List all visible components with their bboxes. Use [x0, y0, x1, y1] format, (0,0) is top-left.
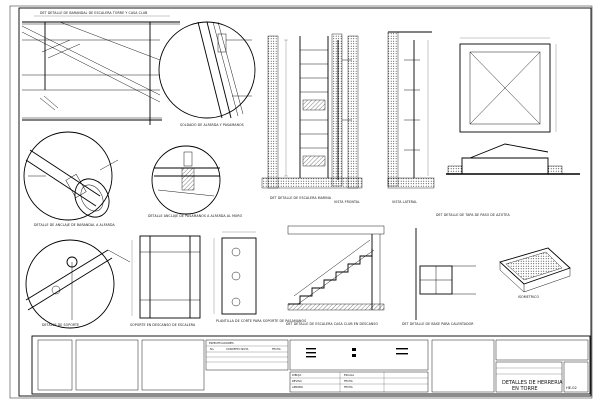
- club-stair: DET DETALLE DE ESCALERA CASA CLUB EN DES…: [286, 225, 385, 326]
- marine-ladder: DET DETALLE DE ESCALERA MARINA: [261, 35, 363, 200]
- caption-anchor: DETALLE DE ANCLAJE DE BARANDAL A ALFARDA: [34, 223, 115, 227]
- cutting-template: PLANTILLA DE CORTE PARA SOPORTE DE PASAM…: [213, 231, 306, 323]
- caption-iso: ISOMETRICO: [518, 295, 539, 299]
- table-header-3: FECHA: [272, 347, 281, 351]
- caption-hatch: DET DETALLE DE TAPA DE PASO DE AZOTEA: [436, 213, 510, 217]
- table-header-1: No.: [210, 347, 214, 351]
- caption-weld: DETALLE ANCLAJE DE PASAMANOS A ALFARDA A…: [148, 214, 243, 218]
- caption-support: DETALLE DE SOPORTE: [42, 323, 79, 327]
- weld-zoom-circle: SOLDADO DE ALFARDA Y PASAMANOS: [158, 21, 256, 127]
- notes-header: ESPECIFICACIONES: [209, 341, 234, 345]
- support-detail: DETALLE DE SOPORTE: [25, 239, 131, 329]
- sheet-code: HE-02: [566, 386, 577, 390]
- row-label-1: DIBUJO: [292, 373, 301, 377]
- landing-support: SOPORTE EN DESCANSO DE ESCALERA: [130, 235, 201, 327]
- title-block: ESPECIFICACIONES No. CONCEPTO NOTA FECHA…: [31, 335, 591, 395]
- caption-front: VISTA FRONTAL: [334, 200, 360, 204]
- roof-hatch-plan: DET DETALLE DE TAPA DE PASO DE AZOTEA: [436, 37, 580, 217]
- caption-template: PLANTILLA DE CORTE PARA SOPORTE DE PASAM…: [216, 319, 306, 323]
- table-header-2: CONCEPTO NOTA: [226, 347, 249, 351]
- row-label-b3: FECHA: [344, 385, 353, 389]
- heater-base: DET DETALLE DE BASE PARA CALENTADOR: [402, 228, 476, 326]
- sheet-title-line1: DETALLES DE HERRERIA: [502, 380, 563, 386]
- railing-elevation: DET DETALLE DE BARANDAL DE ESCALERA TORR…: [21, 11, 180, 125]
- sheet-outer-border: [9, 5, 593, 399]
- row-label-2: REVISO: [292, 379, 302, 383]
- caption-welded: SOLDADO DE ALFARDA Y PASAMANOS: [180, 123, 244, 127]
- caption-club-stair: DET DETALLE DE ESCALERA CASA CLUB EN DES…: [286, 322, 379, 326]
- caption-ladder: DET DETALLE DE ESCALERA MARINA: [270, 196, 332, 200]
- top-caption: DET DETALLE DE BARANDAL DE ESCALERA TORR…: [40, 11, 147, 15]
- weld-detail: DETALLE ANCLAJE DE PASAMANOS A ALFARDA A…: [148, 145, 243, 218]
- caption-side: VISTA LATERAL: [392, 200, 417, 204]
- row-label-b1: ESCALA: [344, 373, 354, 377]
- caption-landing-support: SOPORTE EN DESCANSO DE ESCALERA: [130, 323, 196, 327]
- isometric-detail: ISOMETRICO: [499, 247, 571, 299]
- sheet-title-line2: EN TORRE: [512, 386, 538, 392]
- caption-heater: DET DETALLE DE BASE PARA CALENTADOR: [402, 322, 474, 326]
- row-label-b2: FECHA: [344, 379, 353, 383]
- side-view: VISTA LATERAL: [387, 31, 435, 204]
- anchor-detail: DETALLE DE ANCLAJE DE BARANDAL A ALFARDA: [23, 131, 119, 227]
- sheet-inner-border: [18, 7, 592, 397]
- row-label-3: APROBO: [292, 385, 303, 389]
- front-view: VISTA FRONTAL: [331, 33, 360, 204]
